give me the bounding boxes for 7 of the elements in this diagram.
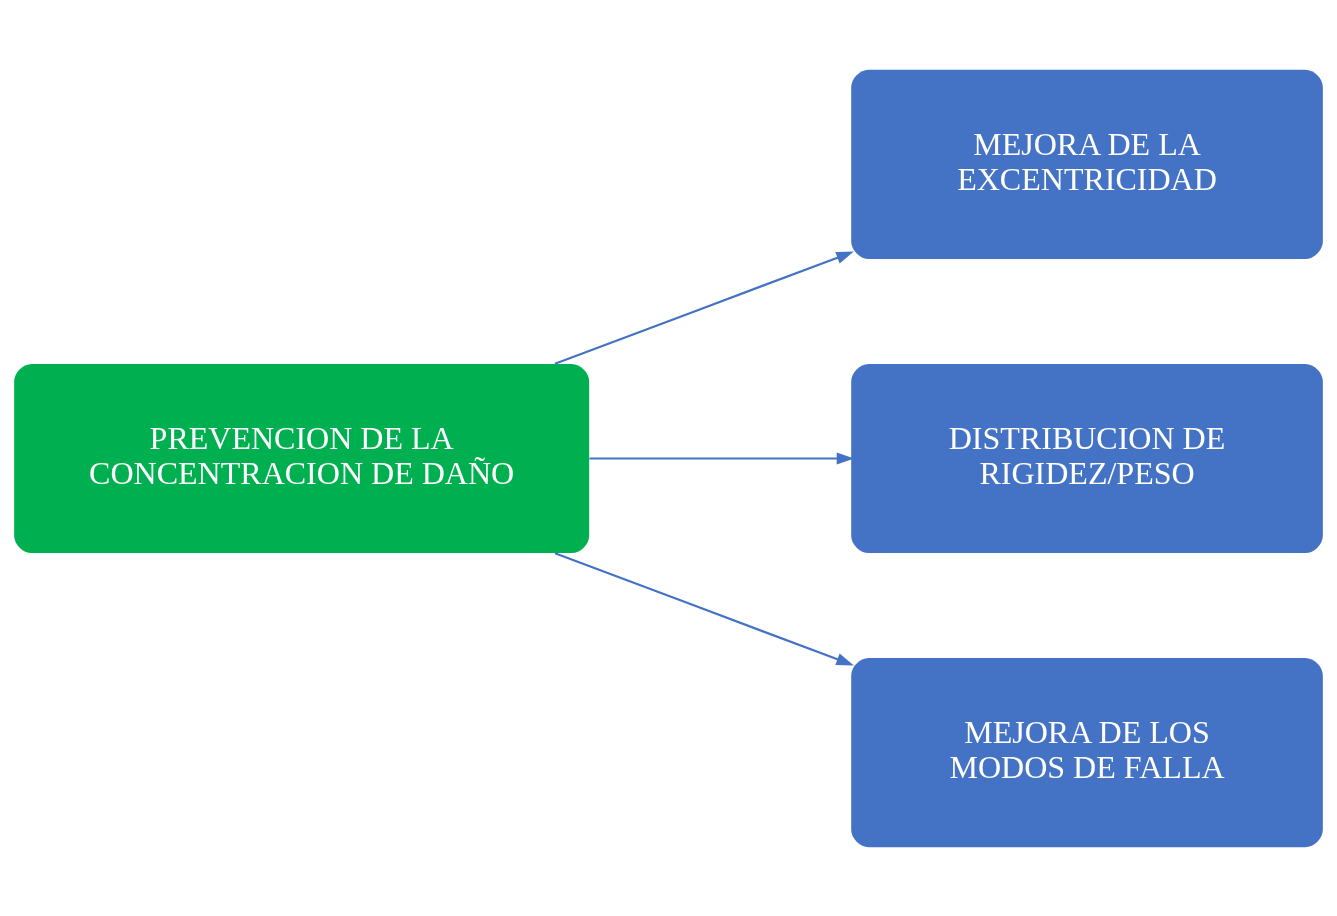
node-box: DISTRIBUCION DE RIGIDEZ/PESO	[851, 363, 1323, 553]
node-box: MEJORA DE LA EXCENTRICIDAD	[851, 69, 1323, 259]
arrow	[554, 251, 854, 365]
arrow	[589, 451, 855, 465]
arrow	[554, 551, 854, 665]
node-box: PREVENCION DE LA CONCENTRACION DE DAÑO	[14, 363, 590, 553]
node-box: MEJORA DE LOS MODOS DE FALLA	[851, 657, 1323, 847]
